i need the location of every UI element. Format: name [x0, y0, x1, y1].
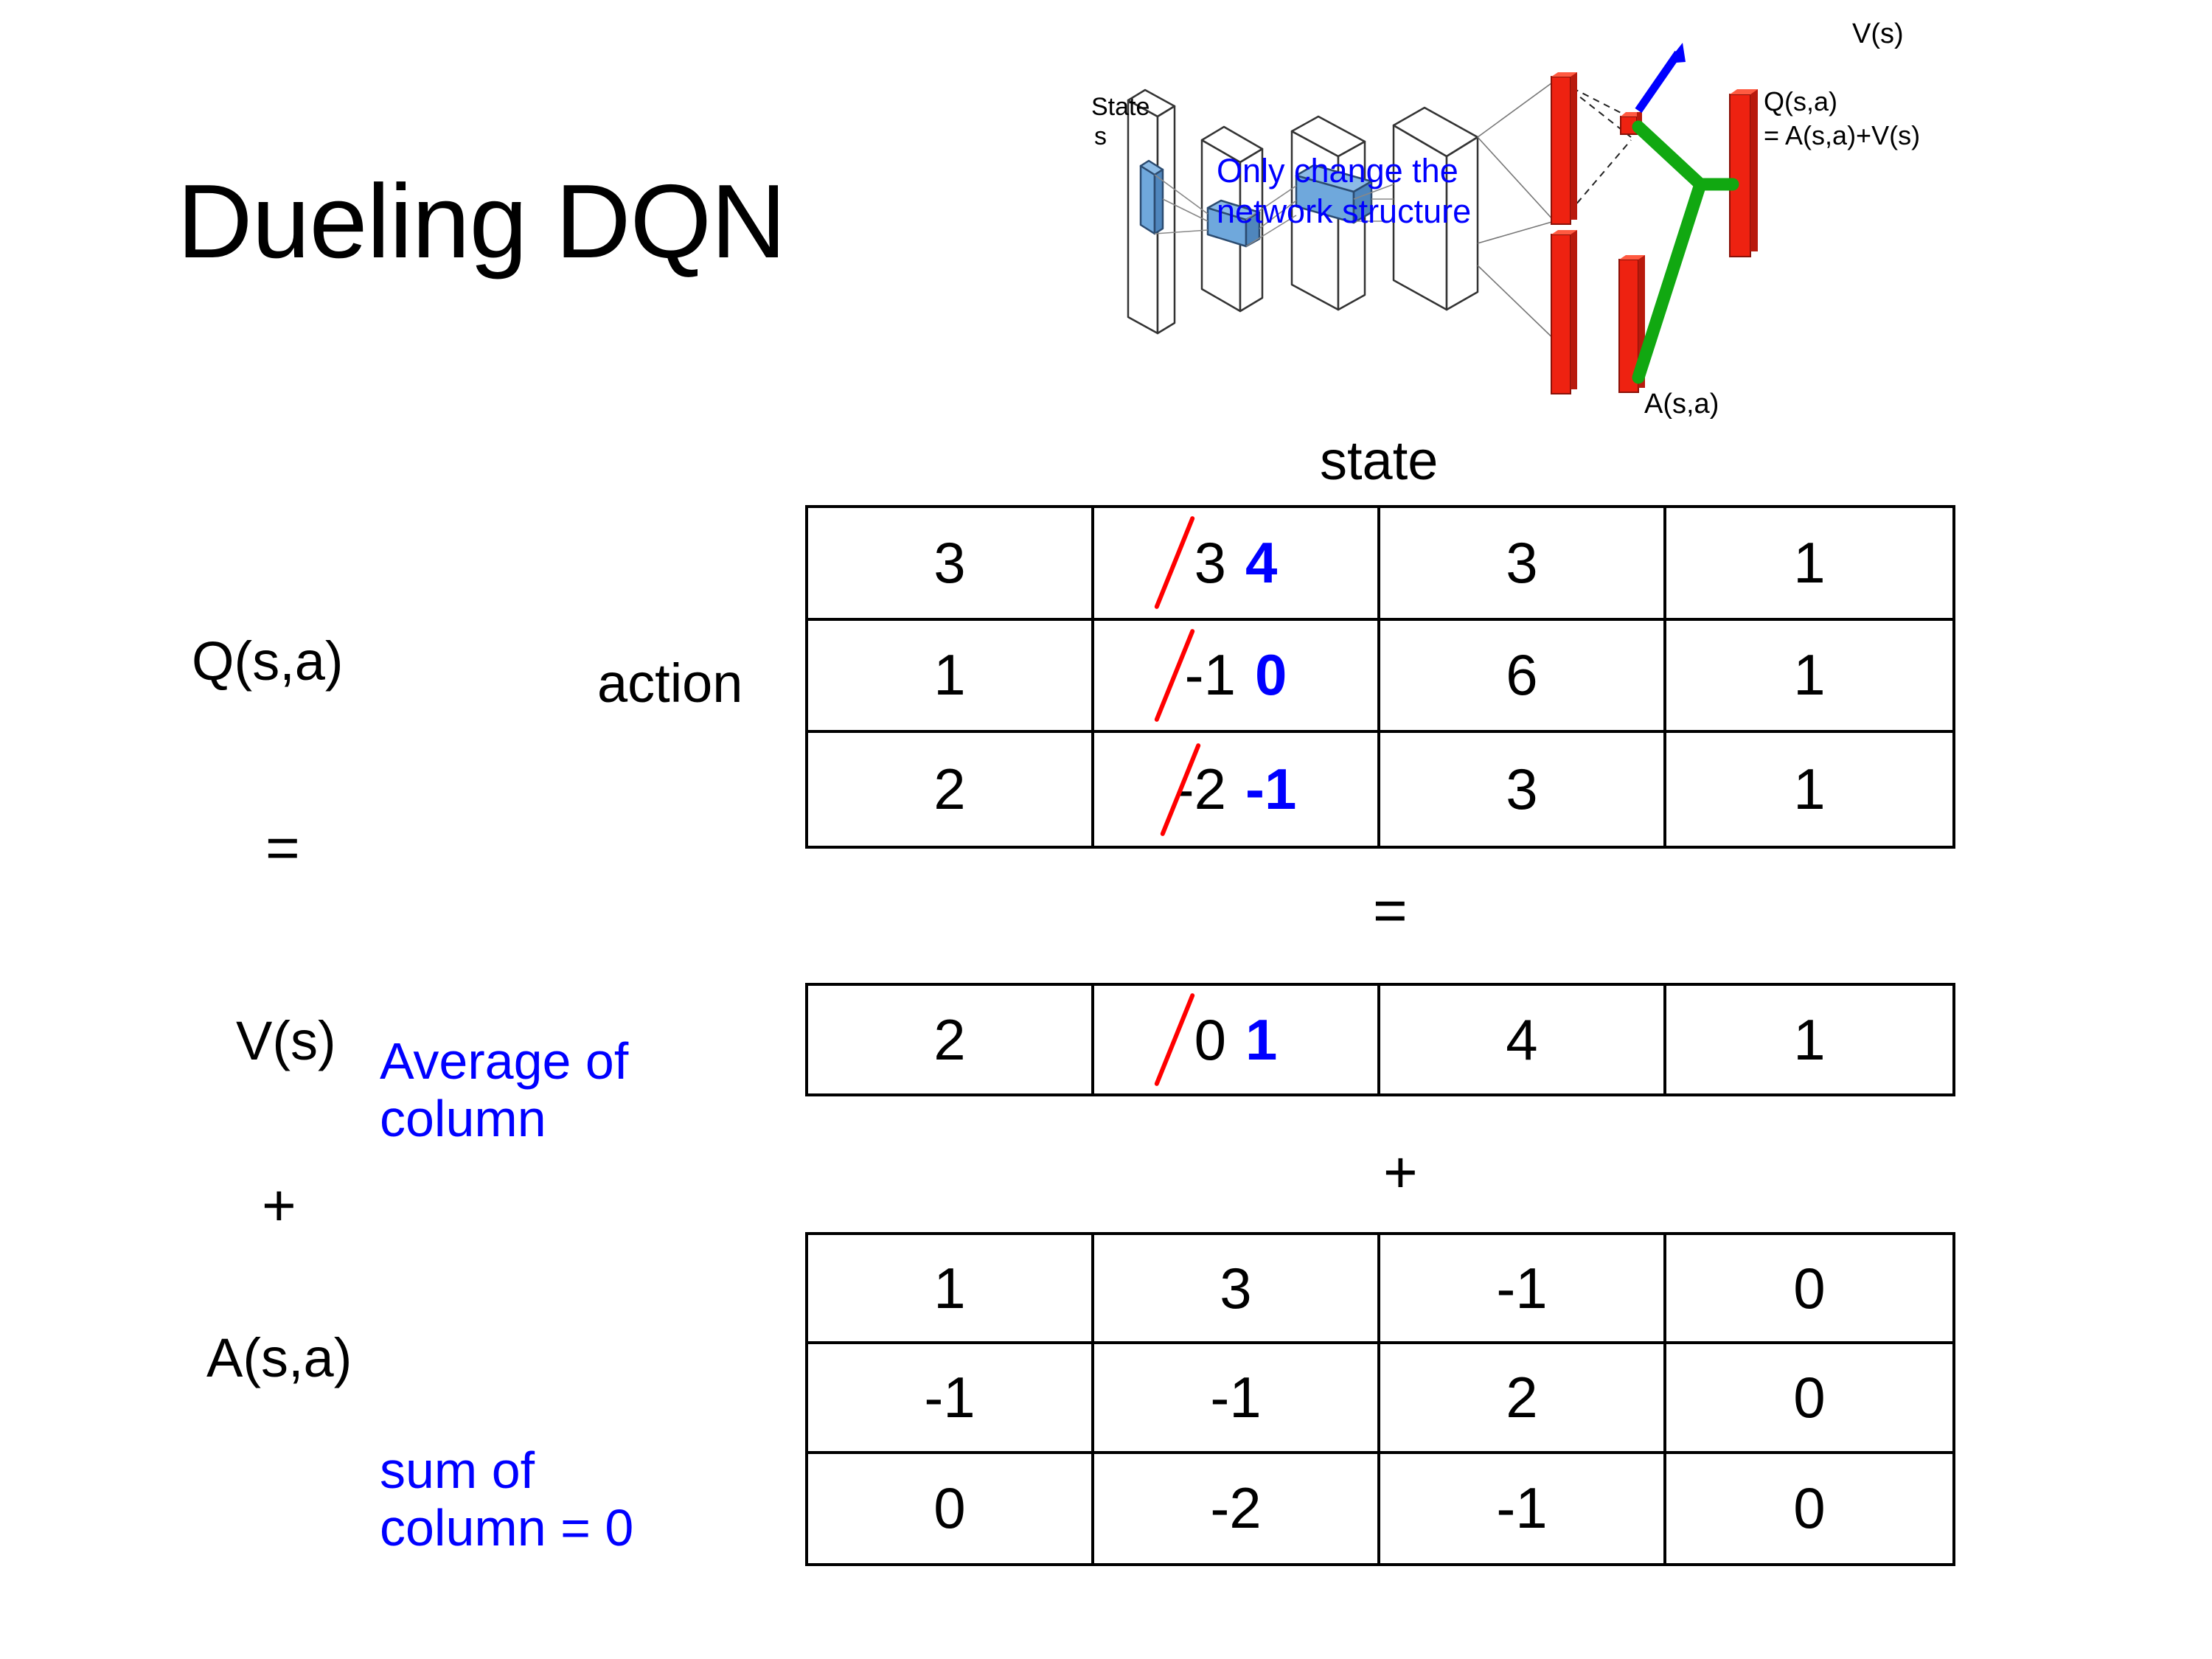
- operator-plus-left: +: [262, 1172, 296, 1238]
- annotation-sum-line-1: sum of: [380, 1441, 535, 1499]
- table-cell: -2-1: [1094, 733, 1380, 846]
- table-cell: 2: [1380, 1344, 1666, 1454]
- annotation-avg-line-2: column: [380, 1090, 546, 1148]
- label-q-function: Q(s,a): [192, 630, 344, 692]
- table-cell: 1: [1666, 621, 1952, 734]
- strikethrough-mark: [1153, 992, 1196, 1087]
- axis-label-state: state: [1320, 430, 1439, 491]
- diagram-q-label-line2: = A(s,a)+V(s): [1764, 120, 1920, 150]
- diagram-state-label: State: [1091, 93, 1150, 121]
- table-cell: 2: [808, 733, 1094, 846]
- strikethrough-mark: [1153, 515, 1196, 611]
- diagram-state-sub: s: [1094, 122, 1107, 150]
- table-cell: 1: [1793, 1006, 1826, 1072]
- table-cell: 6: [1380, 620, 1666, 734]
- table-cell: 3: [1380, 508, 1666, 621]
- table-cell: 1: [808, 1235, 1094, 1345]
- diagram-q-label-line1: Q(s,a): [1764, 86, 1837, 116]
- operator-plus-middle: +: [1383, 1139, 1418, 1205]
- page-title: Dueling DQN: [177, 163, 787, 280]
- edited-value: 0: [1254, 642, 1287, 708]
- edited-value: 1: [1245, 1006, 1278, 1072]
- operator-equals-middle: =: [1373, 877, 1408, 943]
- table-cell: -1: [1094, 1344, 1380, 1454]
- advantage-table: 1 3 -1 0 -1 -1 2 0 0 -2 -1 0: [805, 1232, 1955, 1566]
- table-cell: -1: [1380, 1453, 1666, 1563]
- table-cell: 1: [1793, 757, 1826, 822]
- table-cell: 0: [1666, 1344, 1952, 1454]
- diagram-note: Only change the network structure: [1217, 151, 1471, 232]
- label-v-function: V(s): [236, 1010, 336, 1071]
- edited-value: 4: [1245, 529, 1278, 595]
- table-cell: -2: [1094, 1453, 1380, 1563]
- diagram-note-line-2: network structure: [1217, 192, 1472, 230]
- table-cell: 3: [1094, 1235, 1380, 1345]
- table-cell: 1: [1666, 508, 1952, 621]
- axis-label-action: action: [597, 653, 743, 714]
- table-cell: 0: [1666, 1235, 1952, 1345]
- annotation-average-of-column: Average of column: [380, 1032, 628, 1148]
- table-cell: 2: [808, 986, 1094, 1093]
- table-cell: 0: [808, 1453, 1094, 1563]
- table-cell: 0: [1793, 1475, 1826, 1541]
- edited-value: -1: [1245, 757, 1297, 822]
- table-cell: 3: [808, 508, 1094, 621]
- diagram-a-label: A(s,a): [1644, 389, 1719, 420]
- diagram-note-line-1: Only change the: [1217, 152, 1458, 189]
- diagram-v-label: V(s): [1852, 18, 1904, 49]
- table-cell: 4: [1380, 986, 1666, 1093]
- label-a-function: A(s,a): [206, 1327, 352, 1388]
- annotation-sum-of-column: sum of column = 0: [380, 1441, 633, 1557]
- table-cell: 3: [1380, 733, 1666, 846]
- operator-equals-left: =: [265, 815, 300, 880]
- table-cell: 1: [808, 620, 1094, 734]
- table-cell: -1: [1380, 1235, 1666, 1345]
- annotation-sum-line-2: column = 0: [380, 1499, 634, 1557]
- annotation-avg-line-1: Average of: [380, 1032, 629, 1090]
- dueling-network-diagram: State s V(s) A(s,a) Q(s,a) = A(s,a)+V(s)…: [1084, 0, 2212, 420]
- table-cell: -1: [808, 1344, 1094, 1454]
